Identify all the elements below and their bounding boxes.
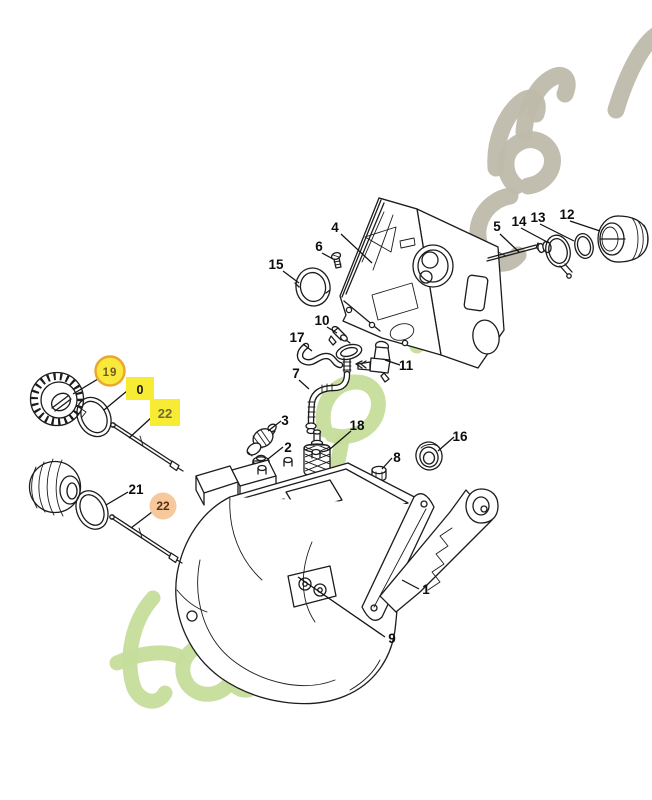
part-label-13: 13 xyxy=(530,210,546,225)
part-label-14: 14 xyxy=(511,214,527,229)
part-16-grommet-ring xyxy=(415,441,443,471)
part-label-2: 2 xyxy=(284,440,292,455)
part-label-8: 8 xyxy=(393,450,401,465)
part-label-3: 3 xyxy=(281,413,289,428)
part-9-tank-housing xyxy=(175,448,431,705)
watermark-letter-f xyxy=(122,590,173,709)
part-label-10: 10 xyxy=(314,313,329,328)
part-number-labels: 1 2 3 4 5 6 7 8 9 10 11 12 13 14 15 16 1… xyxy=(128,207,574,646)
part-label-4: 4 xyxy=(331,220,339,235)
highlight-box-22 xyxy=(150,399,180,426)
part-3-valve-grommet xyxy=(246,423,277,457)
part-22-tether-screw-bottom xyxy=(109,514,183,564)
watermark-corner-flourish xyxy=(607,27,652,119)
highlight-label-19: 19 xyxy=(103,367,118,379)
part-label-1: 1 xyxy=(422,582,430,597)
part-label-12: 12 xyxy=(559,207,574,222)
part-label-7: 7 xyxy=(292,366,300,381)
highlight-label-22-orange: 22 xyxy=(156,499,170,513)
part-12-boot-grommet xyxy=(597,215,649,263)
highlight-callouts: 19 0 22 22 xyxy=(94,355,180,520)
part-15-clamp-ring xyxy=(294,267,331,307)
part-20-cap-lower xyxy=(28,458,82,517)
part-13-ring xyxy=(574,233,594,259)
part-label-9: 9 xyxy=(388,631,396,646)
watermark-letter-f-cross xyxy=(109,645,186,671)
part-label-11: 11 xyxy=(399,358,414,373)
part-10-nipple xyxy=(328,325,351,346)
part-label-21: 21 xyxy=(128,482,144,497)
part-4-shroud-housing xyxy=(339,197,507,369)
part-11-elbow-nipple xyxy=(355,340,391,383)
highlight-box-0 xyxy=(126,377,154,400)
part-17-hose xyxy=(296,342,344,369)
part-1-handle-arm xyxy=(361,488,499,621)
part-label-18: 18 xyxy=(349,418,365,433)
part-22-tether-screw-top xyxy=(110,422,184,472)
part-label-5: 5 xyxy=(493,219,501,234)
part-14-clamp xyxy=(545,234,573,279)
part-21-o-ring xyxy=(75,490,109,530)
watermark-letter-o2 xyxy=(497,131,561,195)
part-label-16: 16 xyxy=(452,429,468,444)
part-label-6: 6 xyxy=(315,239,323,254)
part-7-vent-hose xyxy=(305,343,363,435)
highlight-label-22-yellow: 22 xyxy=(158,406,172,421)
highlight-circle-22 xyxy=(149,492,177,520)
part-label-17: 17 xyxy=(289,330,304,345)
part-19-cap xyxy=(29,371,87,427)
watermark-loop xyxy=(315,374,386,445)
leader-lines xyxy=(72,220,601,638)
part-0-o-ring xyxy=(76,396,112,438)
part-label-15: 15 xyxy=(268,257,284,272)
highlight-circle-19 xyxy=(94,355,126,387)
part-6-screw xyxy=(330,251,342,269)
highlight-label-0: 0 xyxy=(137,383,144,397)
watermark-letter-m-2 xyxy=(515,67,576,141)
